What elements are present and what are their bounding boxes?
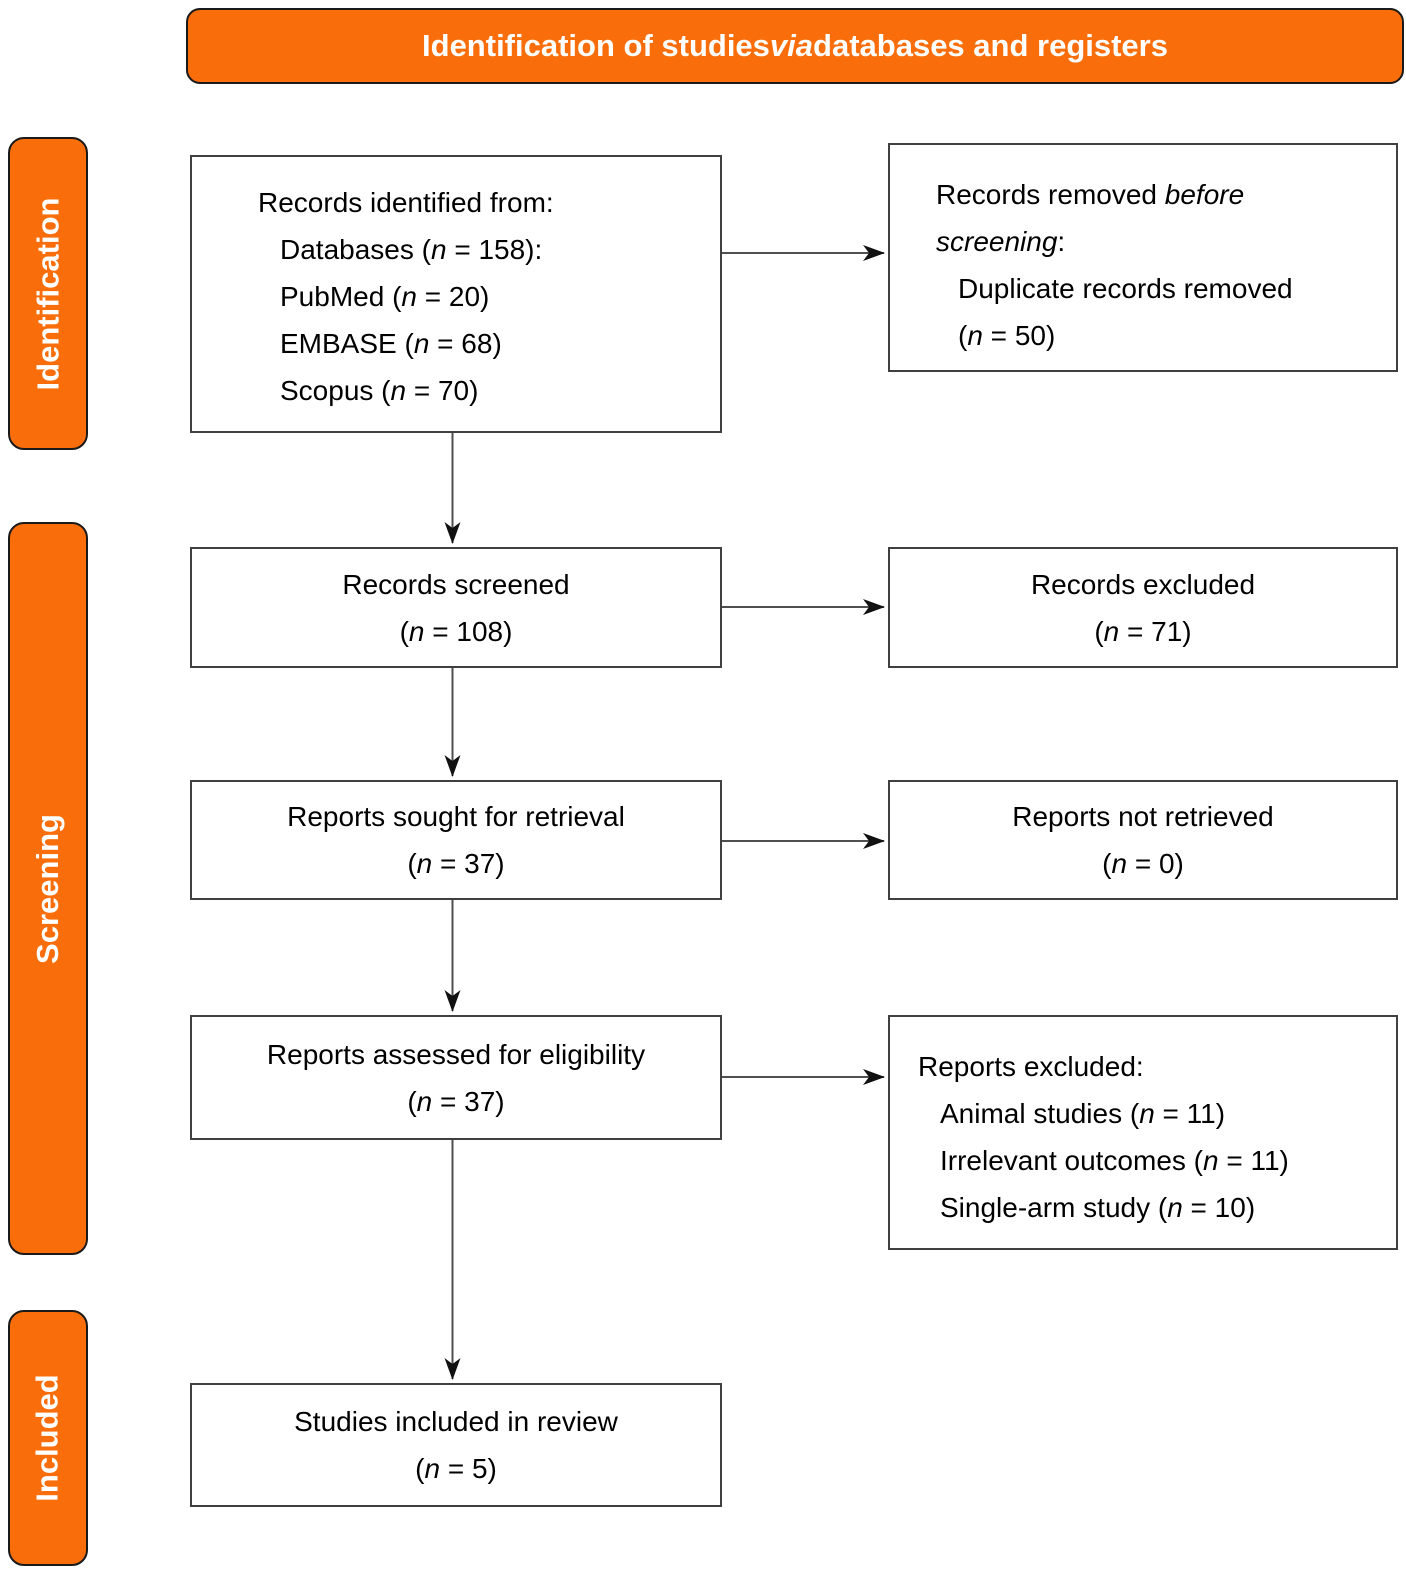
box-text-line: (n = 37) bbox=[407, 848, 505, 879]
box-text-line: Databases (n = 158): bbox=[280, 234, 543, 265]
box-text-line: Records identified from: bbox=[258, 187, 554, 218]
box-text-line: Single-arm study (n = 10) bbox=[940, 1192, 1256, 1223]
box-reports-not-retrieved: Reports not retrieved (n = 0) bbox=[888, 780, 1398, 900]
box-text-line: Reports not retrieved bbox=[1012, 801, 1274, 832]
box-reports-excluded: Reports excluded: Animal studies (n = 11)… bbox=[888, 1015, 1398, 1250]
box-reports-sought: Reports sought for retrieval (n = 37) bbox=[190, 780, 722, 900]
box-records-screened: Records screened (n = 108) bbox=[190, 547, 722, 668]
box-text-line: Reports excluded: bbox=[918, 1051, 1144, 1082]
stage-label-included: Included bbox=[8, 1310, 88, 1566]
stage-label-screening: Screening bbox=[8, 522, 88, 1255]
box-text-line: Studies included in review bbox=[294, 1406, 618, 1437]
box-reports-assessed: Reports assessed for eligibility (n = 37) bbox=[190, 1015, 722, 1140]
box-text-line: screening: bbox=[936, 226, 1066, 257]
stage-label-identification-text: Identification bbox=[30, 197, 66, 390]
stage-label-screening-text: Screening bbox=[30, 813, 66, 964]
stage-label-identification: Identification bbox=[8, 137, 88, 450]
box-text-line: Records removed before bbox=[936, 179, 1245, 210]
box-text-line: Duplicate records removed bbox=[958, 273, 1293, 304]
box-text-line: EMBASE (n = 68) bbox=[280, 328, 502, 359]
box-text-line: Scopus (n = 70) bbox=[280, 375, 479, 406]
box-records-identified: Records identified from: Databases (n = 1… bbox=[190, 155, 722, 433]
box-text-line: (n = 50) bbox=[958, 320, 1056, 351]
box-text-line: Animal studies (n = 11) bbox=[940, 1098, 1226, 1129]
box-text-line: Records screened bbox=[342, 568, 570, 600]
box-text-line: Reports assessed for eligibility bbox=[266, 1038, 646, 1070]
box-studies-included: Studies included in review (n = 5) bbox=[190, 1383, 722, 1507]
box-text-line: (n = 37) bbox=[407, 1085, 505, 1117]
box-text-line: Records excluded bbox=[1030, 568, 1256, 600]
box-text-line: Reports sought for retrieval bbox=[287, 801, 625, 832]
banner-title: Identification of studies via databases … bbox=[186, 8, 1404, 84]
box-records-excluded: Records excluded (n = 71) bbox=[888, 547, 1398, 668]
box-text-line: (n = 71) bbox=[1094, 615, 1192, 647]
box-text-line: (n = 108) bbox=[399, 615, 513, 647]
box-records-removed-before-screening: Records removed before screening: Duplicat… bbox=[888, 143, 1398, 372]
box-text-line: (n = 0) bbox=[1102, 848, 1184, 879]
stage-label-included-text: Included bbox=[30, 1374, 66, 1502]
box-text-line: Irrelevant outcomes (n = 11) bbox=[940, 1145, 1289, 1176]
box-text-line: (n = 5) bbox=[415, 1453, 497, 1484]
box-text-line: PubMed (n = 20) bbox=[280, 281, 490, 312]
